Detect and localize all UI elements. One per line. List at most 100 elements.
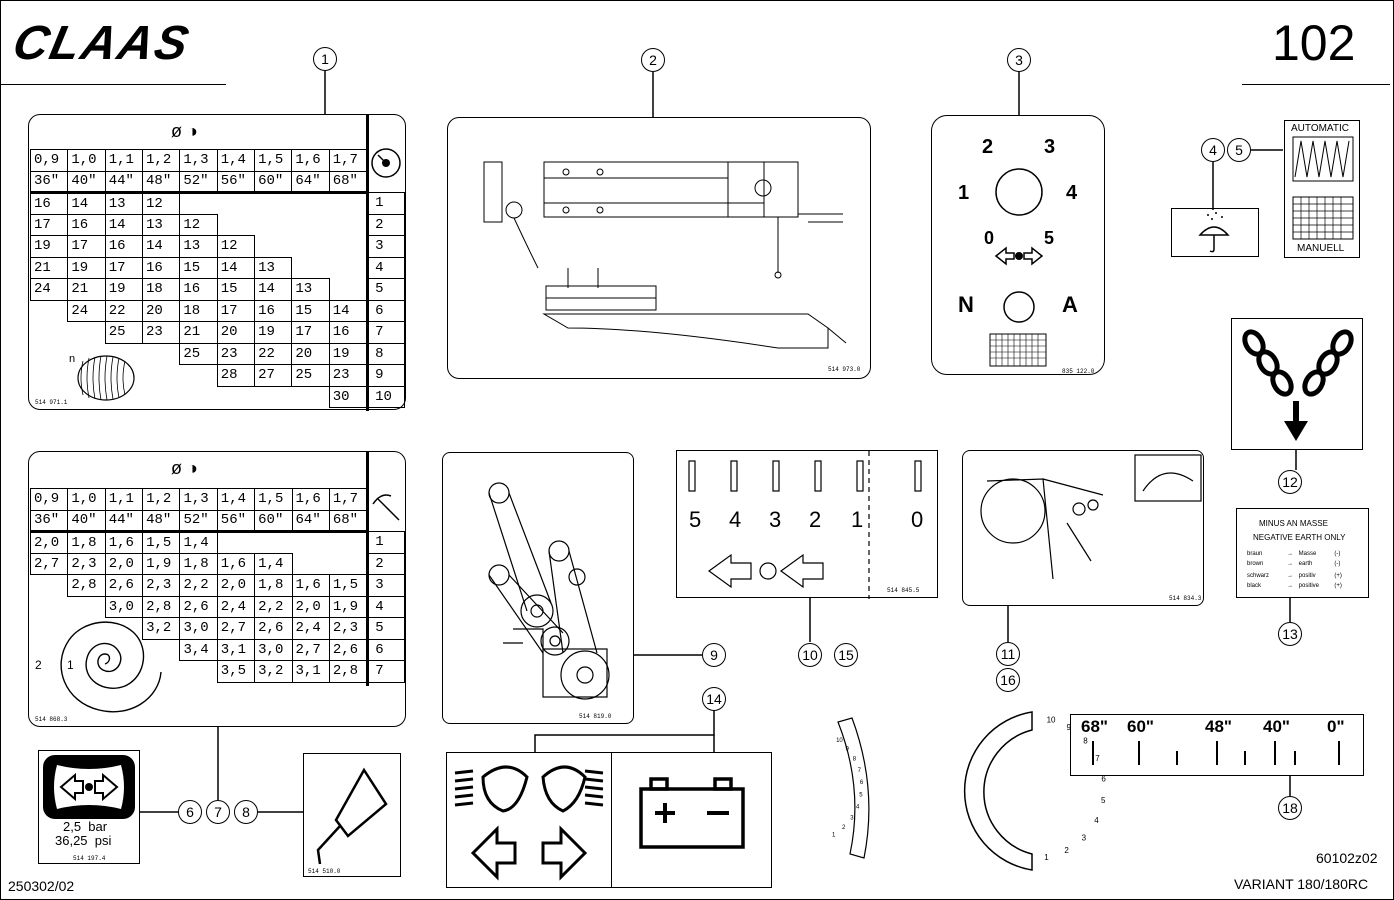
table-cell: 64" xyxy=(291,509,330,533)
table-cell: 17 xyxy=(291,321,330,344)
table-cell xyxy=(255,193,292,215)
table-cell: 3,1 xyxy=(291,660,330,683)
table-cell xyxy=(31,575,68,597)
table-cell: 3,5 xyxy=(216,660,256,683)
scale-label: 5 xyxy=(859,793,863,799)
table-cell: 1,6 xyxy=(104,531,144,554)
baler-drawing-top xyxy=(483,161,847,349)
scale-label: 4 xyxy=(1094,816,1099,825)
table-cell: 23 xyxy=(328,364,368,387)
decal-5: AUTOMATIC MANUELL xyxy=(1284,120,1360,258)
control-dial-icon xyxy=(989,168,1047,367)
scale-label: 9 xyxy=(846,746,850,752)
table-cell: 17 xyxy=(29,213,69,236)
table-cell: 1,8 xyxy=(179,552,218,575)
row-index: 7 xyxy=(366,321,405,344)
table-cell xyxy=(292,386,329,408)
table-cell: 15 xyxy=(291,299,330,322)
table-cell xyxy=(329,257,366,279)
table-cell: 68" xyxy=(328,170,368,194)
table-cell: 2,3 xyxy=(67,552,106,575)
decal-3: 2 3 1 4 0 5 N A 835 122.0 xyxy=(931,115,1105,375)
table-cell: 30 xyxy=(328,385,368,408)
table-cell: 16 xyxy=(67,213,106,236)
ruler-label-60: 60" xyxy=(1127,717,1154,736)
table-cell: 13 xyxy=(179,235,218,258)
scale-label: 9 xyxy=(1067,723,1072,732)
decal-4 xyxy=(1171,208,1259,257)
table-cell: 1,2 xyxy=(142,149,181,172)
scale-label: 7 xyxy=(1095,754,1100,763)
wire-polarity: (+) xyxy=(1334,573,1342,579)
table-cell: 1,5 xyxy=(328,574,368,597)
scale-label: 1 xyxy=(832,833,836,839)
table-cell: 1,6 xyxy=(291,488,330,511)
table-cell: 1,3 xyxy=(179,488,218,511)
table-cell: 25 xyxy=(179,342,218,365)
wire-color: schwarz xyxy=(1247,573,1270,579)
table-cell: 1,0 xyxy=(67,149,106,172)
table-cell: 1,6 xyxy=(291,149,330,172)
knotter-drawing xyxy=(980,454,1202,580)
scale-label: 7 xyxy=(858,768,862,774)
table-cell xyxy=(143,343,180,365)
index-column-rule xyxy=(366,115,369,411)
umbrella-icon xyxy=(1198,212,1230,253)
table-cell: 48" xyxy=(142,509,181,533)
position-3: 3 xyxy=(769,507,782,532)
row-index: 6 xyxy=(366,638,405,661)
n-label: n xyxy=(69,353,76,365)
row-index: 7 xyxy=(366,660,405,683)
table-cell xyxy=(217,193,254,215)
table-cell: 1,3 xyxy=(179,149,218,172)
table-cell: 1,0 xyxy=(67,488,106,511)
callout-15: 15 xyxy=(834,643,858,667)
table-cell: 3,0 xyxy=(254,638,293,661)
wire-color: braun xyxy=(1247,551,1263,557)
control-n-label: N xyxy=(958,292,974,317)
scale-label: 10 xyxy=(1047,716,1056,725)
ruler-ticks xyxy=(1092,741,1340,765)
table-cell: 36" xyxy=(29,509,69,533)
decal-6-code: 514 197.4 xyxy=(73,855,106,862)
table-cell: 2,0 xyxy=(29,531,69,554)
table-cell: 14 xyxy=(254,278,293,301)
table-cell xyxy=(255,386,292,408)
decal-10-code: 514 845.5 xyxy=(887,587,920,594)
table-cell: 24 xyxy=(67,299,106,322)
row-index: 1 xyxy=(366,192,405,215)
table-cell: 2,3 xyxy=(142,574,181,597)
table-cell: 16 xyxy=(328,321,368,344)
table-cell: 1,7 xyxy=(328,149,368,172)
decal-7-code: 514 868.3 xyxy=(35,716,68,723)
table-cell: 14 xyxy=(216,256,256,279)
table-cell: 1,6 xyxy=(291,574,330,597)
pressure-bar: 2,5 bar xyxy=(63,819,108,834)
table-cell: 28 xyxy=(216,364,256,387)
index-column-rule xyxy=(366,452,369,686)
row-index: 4 xyxy=(366,256,405,279)
decal-2-code: 514 973.0 xyxy=(828,366,861,373)
callout-6: 6 xyxy=(178,800,202,824)
table-cell: 19 xyxy=(328,342,368,365)
table-cell: 13 xyxy=(254,256,293,279)
table-cell: 1,4 xyxy=(254,552,293,575)
slots-and-arrows xyxy=(688,451,922,599)
table-cell: 19 xyxy=(104,278,144,301)
chain-lift-icon xyxy=(1242,329,1354,441)
table-cell xyxy=(180,661,217,683)
position-2: 2 xyxy=(809,507,822,532)
grease-gun-icon xyxy=(316,767,388,865)
table-cell: 1,2 xyxy=(142,488,181,511)
table-cell: 22 xyxy=(104,299,144,322)
table-cell: 16 xyxy=(104,235,144,258)
control-digit-3: 3 xyxy=(1044,136,1056,158)
table-cell: 1,8 xyxy=(254,574,293,597)
table-cell xyxy=(143,365,180,387)
wire-meaning: Masse xyxy=(1298,551,1317,557)
callout-3: 3 xyxy=(1007,48,1031,72)
